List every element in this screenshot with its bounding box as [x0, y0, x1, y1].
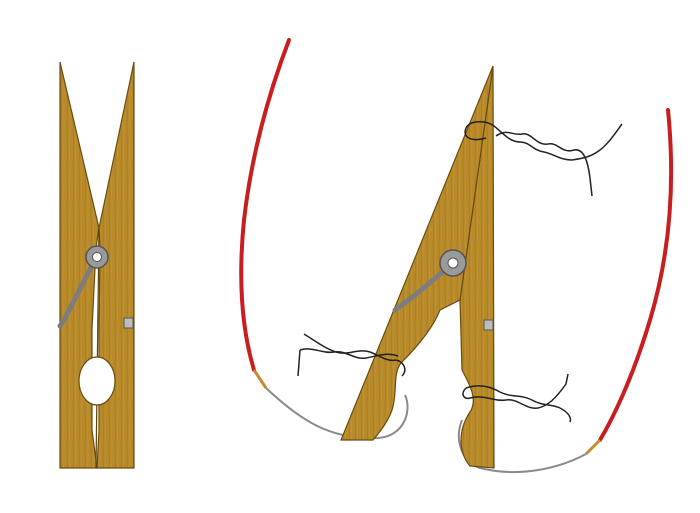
insulated-wire-left [241, 40, 289, 370]
insulated-wire-right [600, 110, 671, 440]
copper-tip-right [586, 440, 600, 454]
clothespin-switch [241, 40, 671, 472]
closed-clothespin [60, 62, 134, 468]
copper-tip-left [254, 370, 266, 388]
clothespin-hole [79, 357, 115, 405]
